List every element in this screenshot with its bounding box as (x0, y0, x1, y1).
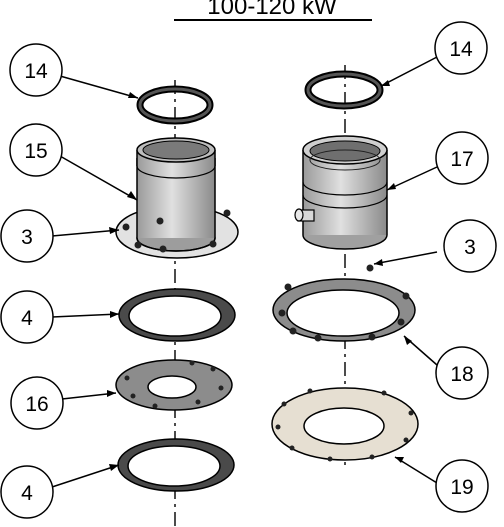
callout-18: 18 (435, 346, 489, 400)
callout-14-right: 14 (434, 21, 488, 75)
svg-text:4: 4 (21, 482, 33, 505)
callout-15: 15 (9, 123, 63, 177)
diagram-title: 100-120 kW (207, 0, 337, 20)
callout-16: 16 (10, 376, 64, 430)
callout-4-bottom: 4 (0, 465, 54, 519)
svg-text:4: 4 (21, 307, 33, 330)
svg-text:17: 17 (450, 148, 473, 171)
left-plate-16 (115, 359, 233, 411)
callout-19: 19 (435, 459, 489, 513)
svg-text:15: 15 (24, 140, 47, 163)
leader-lines (51, 56, 438, 488)
callout-3-right: 3 (443, 219, 497, 273)
svg-text:19: 19 (450, 476, 473, 499)
svg-text:16: 16 (25, 393, 48, 416)
leader-arrowheads (107, 80, 412, 471)
right-adapter-17 (294, 135, 388, 250)
left-gasket-4-bottom (117, 438, 235, 492)
svg-text:3: 3 (21, 226, 33, 249)
left-pipe-adapter-15 (115, 137, 239, 259)
svg-text:14: 14 (24, 60, 48, 83)
svg-text:3: 3 (464, 236, 476, 259)
callout-14-left: 14 (9, 43, 63, 97)
left-gasket-4-top (118, 288, 236, 342)
right-gasket-19 (271, 387, 419, 462)
svg-text:14: 14 (449, 38, 473, 61)
right-flange-plate-18 (272, 264, 416, 342)
svg-text:18: 18 (450, 363, 473, 386)
callout-17: 17 (435, 131, 489, 185)
left-ring-gasket-14 (136, 85, 214, 125)
callout-4-top: 4 (0, 290, 54, 344)
callout-3-left: 3 (0, 209, 54, 263)
right-ring-gasket-14 (304, 70, 384, 110)
